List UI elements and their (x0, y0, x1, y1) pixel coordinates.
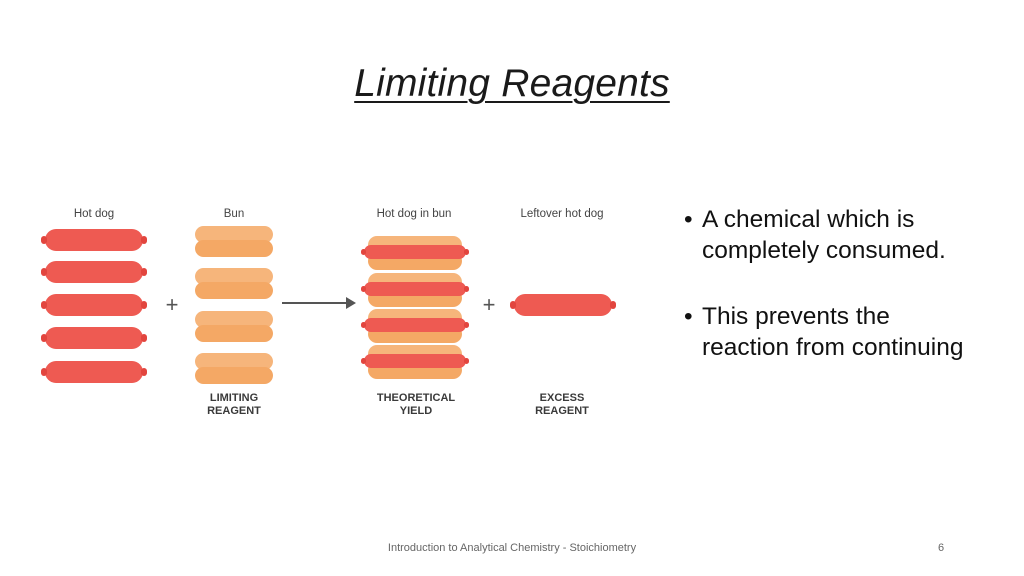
arrow-icon (282, 297, 356, 309)
hot-dog-icon (41, 361, 147, 383)
hot-dog-icon (41, 229, 147, 251)
label-hot-dog: Hot dog (73, 208, 115, 220)
bullet-line: reaction from continuing (702, 334, 964, 361)
bun-icon (195, 311, 273, 343)
label-hot-dog-in-bun: Hot dog in bun (376, 208, 452, 220)
page-number: 6 (938, 542, 945, 554)
label-leftover-hot-dog: Leftover hot dog (520, 208, 604, 220)
slide-title: Limiting Reagents (354, 62, 670, 105)
plus-sign: + (165, 292, 179, 317)
hot-dog-icon (41, 294, 147, 316)
label-bun: Bun (223, 208, 245, 220)
bullet-line: completely consumed. (702, 237, 946, 264)
bullet-marker: • (684, 303, 693, 330)
leftover-hot-dog-icon (510, 294, 616, 316)
hot-dog-icon (41, 327, 147, 349)
hot-dog-in-bun-icon (361, 236, 469, 270)
caption-excess-reagent: EXCESS REAGENT (535, 392, 589, 417)
bullet-item: • This prevents the reaction from contin… (684, 301, 1014, 363)
slide-footer: Introduction to Analytical Chemistry - S… (387, 542, 637, 554)
caption-theoretical-yield: THEORETICAL YIELD (376, 392, 456, 417)
hot-dog-icon (41, 261, 147, 283)
hot-dog-in-bun-icon (361, 309, 469, 343)
bullet-line: A chemical which is (702, 206, 915, 233)
bun-icon (195, 268, 273, 300)
bun-icon (195, 226, 273, 258)
hot-dog-in-bun-icon (361, 273, 469, 307)
bullet-list: • A chemical which is completely consume… (684, 204, 1014, 386)
bullet-item: • A chemical which is completely consume… (684, 204, 1014, 266)
caption-limiting-reagent: LIMITING REAGENT (207, 392, 261, 417)
hot-dog-in-bun-icon (361, 345, 469, 379)
bun-icon (195, 353, 273, 385)
bullet-line: This prevents the (702, 303, 890, 330)
bullet-marker: • (684, 206, 693, 233)
plus-sign: + (482, 292, 496, 317)
